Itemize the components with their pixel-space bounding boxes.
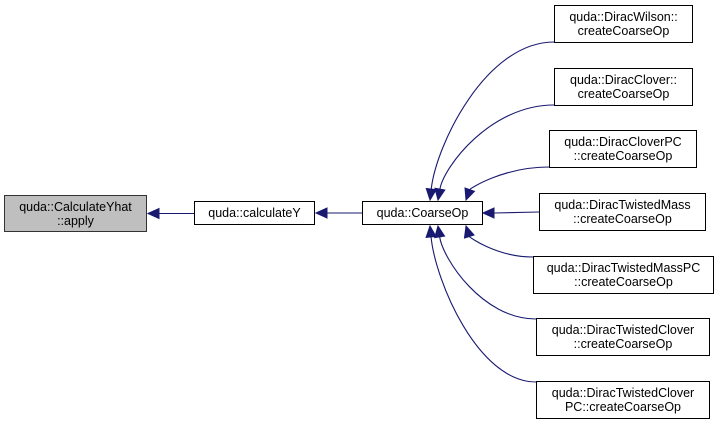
edge-twistedclover-to-coarseop-arrowhead	[433, 224, 446, 239]
node-coarseop[interactable]: quda::CoarseOp	[362, 201, 483, 225]
edge-cloverpc-to-coarseop	[469, 166, 550, 191]
node-calculateyhat-apply: quda::CalculateYhat ::apply	[4, 195, 147, 232]
edge-wilson-to-coarseop	[430, 41, 555, 190]
node-diracclover-createcoarseop[interactable]: quda::DiracClover:: createCoarseOp	[554, 68, 693, 106]
edge-twistedclover-to-coarseop	[439, 236, 537, 320]
edge-twistedcloverpc-to-coarseop-arrowhead	[425, 224, 437, 239]
edge-twistedmass-to-coarseop	[493, 211, 540, 214]
node-diracwilson-createcoarseop[interactable]: quda::DiracWilson:: createCoarseOp	[554, 5, 693, 43]
node-label: quda::DiracTwistedClover PC::createCoars…	[551, 386, 695, 414]
node-label: quda::DiracClover:: createCoarseOp	[570, 73, 677, 101]
edge-twistedmasspc-to-coarseop	[468, 236, 534, 258]
edge-cloverpc-to-coarseop-arrowhead	[464, 187, 476, 202]
node-label: quda::DiracTwistedMassPC ::createCoarseO…	[546, 261, 701, 289]
node-diraccloverpc-createcoarseop[interactable]: quda::DiracCloverPC ::createCoarseOp	[549, 130, 697, 168]
node-calculatey[interactable]: quda::calculateY	[194, 201, 315, 225]
node-label: quda::DiracTwistedClover ::createCoarseO…	[551, 323, 695, 351]
edge-twistedmasspc-to-coarseop-arrowhead	[463, 224, 475, 239]
edge-twistedcloverpc-to-coarseop	[430, 236, 537, 383]
edge-wilson-to-coarseop-arrowhead	[425, 187, 438, 202]
node-label: quda::DiracTwistedMass ::createCoarseOp	[554, 198, 691, 226]
edge-coarseop-to-calculateY-arrowhead	[314, 207, 328, 219]
node-label: quda::CalculateYhat ::apply	[19, 199, 132, 228]
edge-clover-to-coarseop	[439, 104, 555, 190]
node-label: quda::calculateY	[208, 206, 301, 220]
edge-clover-to-coarseop-arrowhead	[434, 187, 446, 202]
node-dirac-twistedclover-createcoarseop[interactable]: quda::DiracTwistedClover ::createCoarseO…	[536, 318, 710, 356]
node-label: quda::CoarseOp	[376, 206, 469, 220]
node-dirac-twistedmass-createcoarseop[interactable]: quda::DiracTwistedMass ::createCoarseOp	[539, 193, 706, 231]
node-label: quda::DiracWilson:: createCoarseOp	[569, 10, 678, 38]
edge-calculateY-to-yhat_apply-arrowhead	[146, 207, 160, 220]
node-dirac-twistedcloverpc-createcoarseop[interactable]: quda::DiracTwistedClover PC::createCoars…	[536, 381, 710, 419]
node-dirac-twistedmasspc-createcoarseop[interactable]: quda::DiracTwistedMassPC ::createCoarseO…	[533, 256, 714, 294]
edge-twistedmass-to-coarseop-arrowhead	[481, 207, 495, 219]
node-label: quda::DiracCloverPC ::createCoarseOp	[564, 135, 682, 163]
